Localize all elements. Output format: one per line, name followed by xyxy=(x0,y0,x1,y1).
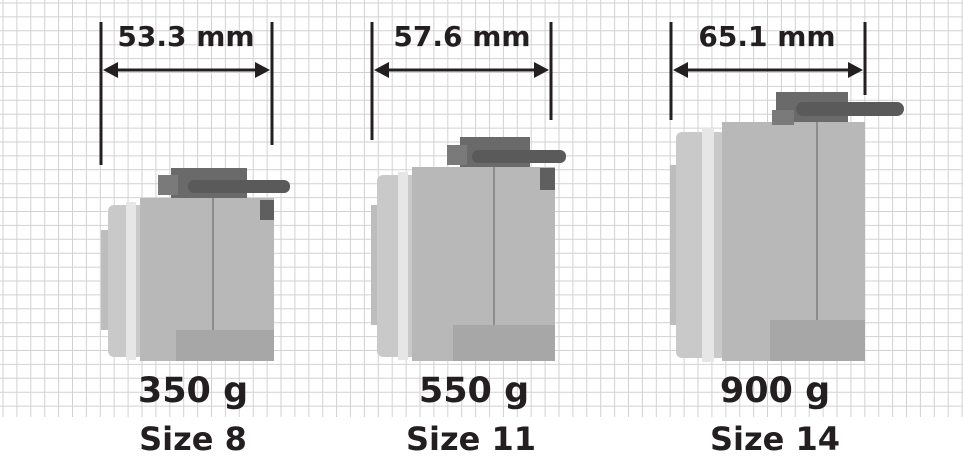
dimension-arrow xyxy=(99,22,274,165)
size-label: Size 8 xyxy=(139,420,247,458)
weight-label: 350 g xyxy=(137,371,249,411)
weight-label: 900 g xyxy=(719,371,831,411)
size-label: Size 11 xyxy=(405,420,537,458)
dimension-arrow xyxy=(669,22,867,120)
dimension-label: 65.1 mm xyxy=(698,20,836,53)
weight-label: 550 g xyxy=(418,371,530,411)
actuator-body xyxy=(371,137,566,361)
dimension-label: 57.6 mm xyxy=(393,20,531,53)
label-band xyxy=(0,417,963,461)
dimension-label: 53.3 mm xyxy=(117,20,255,53)
dimension-arrow xyxy=(370,22,553,140)
size-label: Size 14 xyxy=(709,420,841,458)
actuator-body xyxy=(101,168,290,361)
actuator-body xyxy=(670,92,904,362)
